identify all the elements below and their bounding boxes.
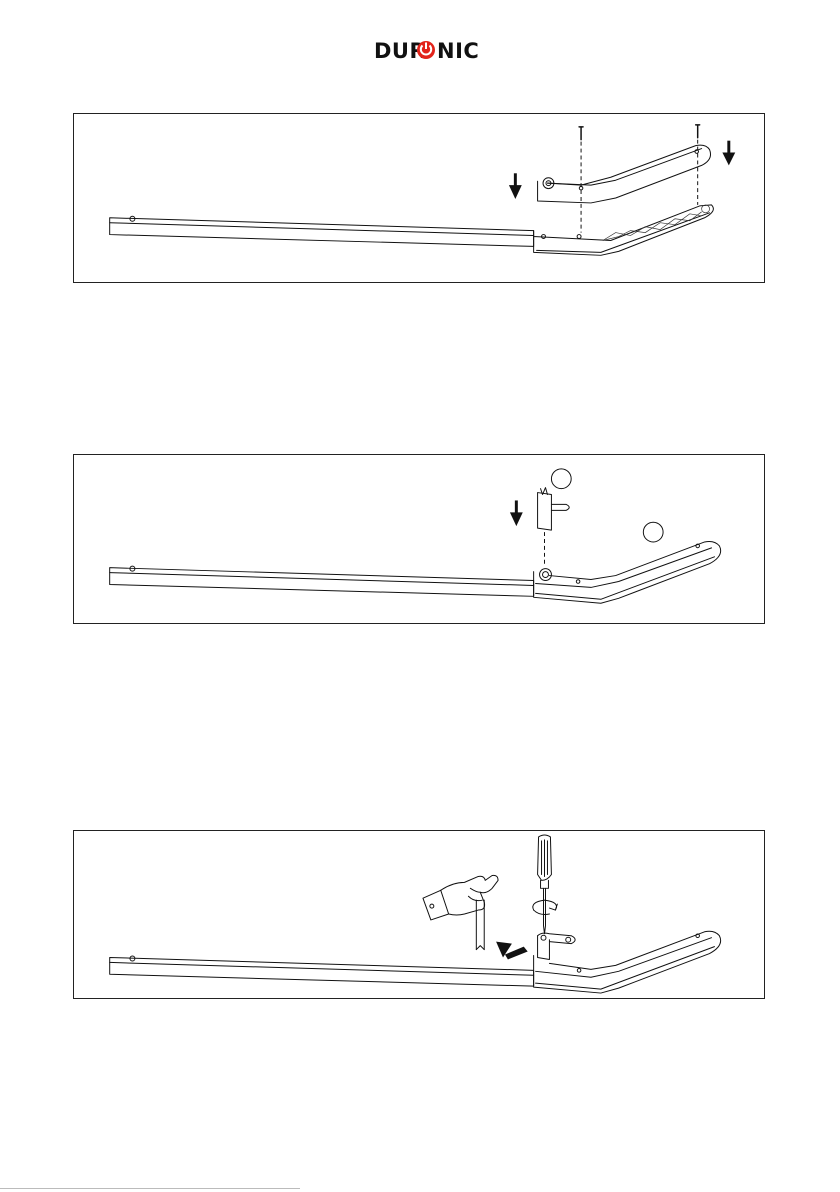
bottom-handle-shell [534, 205, 714, 255]
assembled-handle [534, 541, 721, 603]
callout-circle-icon [551, 469, 571, 489]
power-icon [417, 41, 435, 59]
tube [110, 216, 581, 246]
footer-print-marks [0, 1187, 310, 1191]
tube [110, 566, 534, 596]
tube [110, 956, 534, 986]
figure-step-2 [73, 454, 765, 624]
end-cap-part [538, 488, 570, 566]
assembly-diagram-1 [74, 114, 764, 282]
arrow-icon [496, 942, 528, 960]
down-arrow-icon [722, 141, 735, 166]
callout-circle-icon [643, 522, 663, 542]
hand-icon [423, 875, 498, 949]
assembly-diagram-2 [74, 455, 764, 623]
figure-step-3 [73, 830, 765, 999]
figure-step-1 [73, 113, 765, 283]
screwdriver-icon [538, 835, 552, 934]
down-arrow-icon [510, 500, 523, 526]
assembly-diagram-3 [74, 831, 764, 998]
top-handle-shell [538, 145, 711, 203]
down-arrow-icon [509, 173, 522, 199]
screw-icon [696, 125, 700, 205]
duronic-logo: DUR NIC [360, 33, 480, 67]
logo-text-right: NIC [437, 39, 479, 63]
assembled-handle [534, 931, 721, 993]
screw-icon [579, 127, 583, 233]
